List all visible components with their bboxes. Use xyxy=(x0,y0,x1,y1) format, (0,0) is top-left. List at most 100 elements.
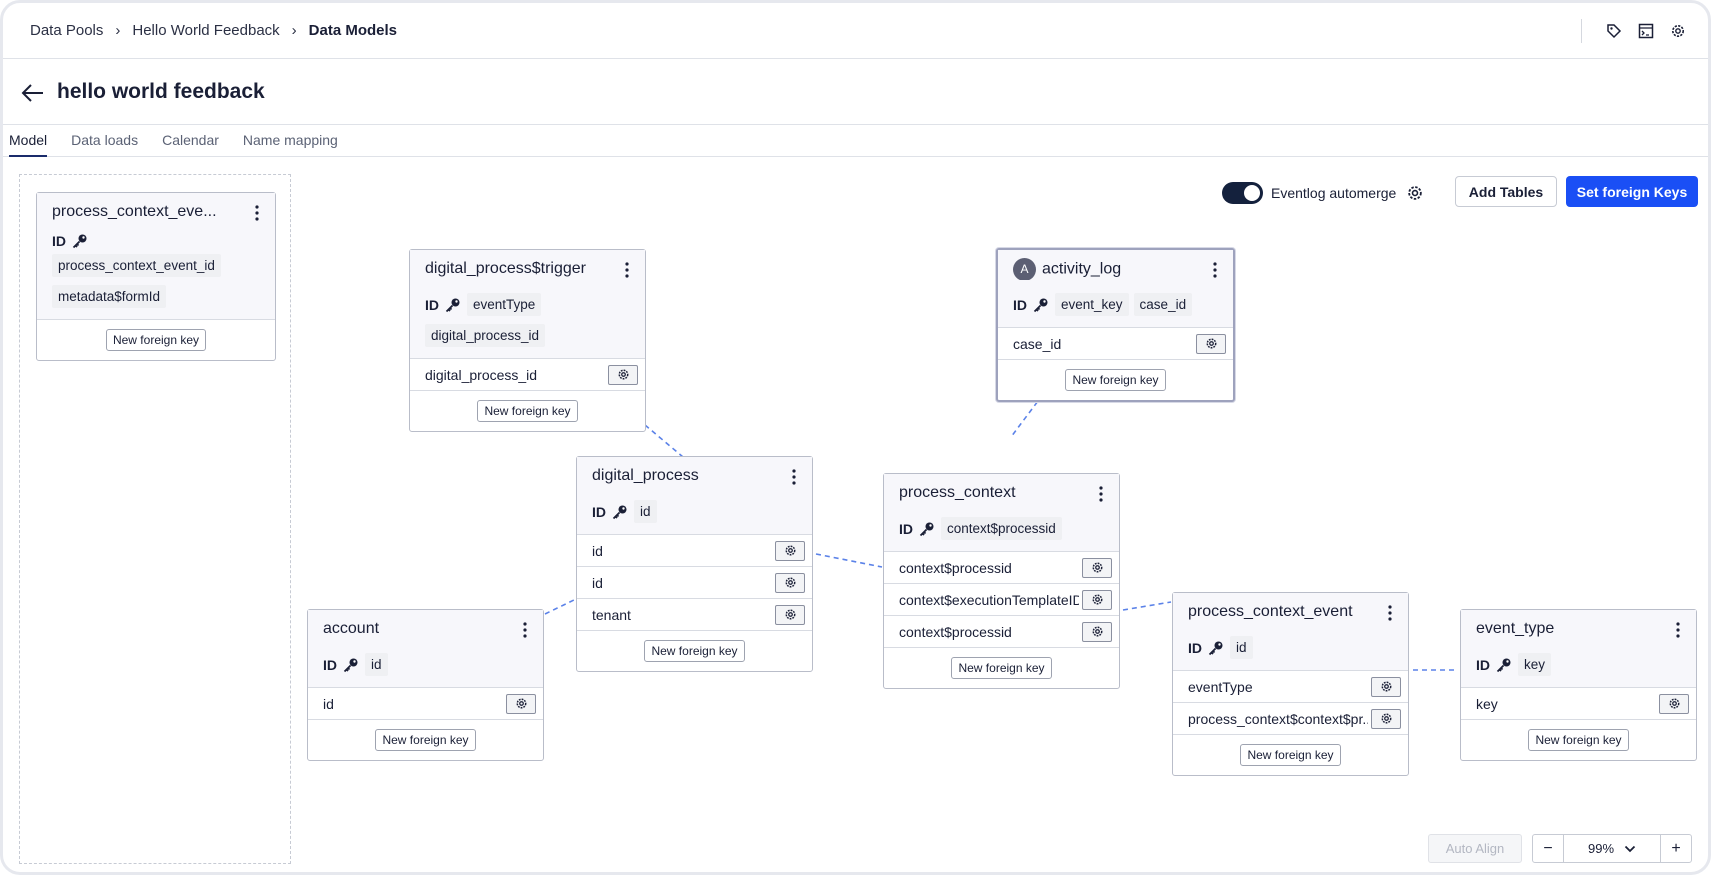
zoom-in-button[interactable]: + xyxy=(1671,839,1681,857)
new-foreign-key-button[interactable]: New foreign key xyxy=(375,729,476,751)
new-foreign-key-button[interactable]: New foreign key xyxy=(477,400,578,422)
id-row: ID id xyxy=(323,650,529,679)
more-vertical-icon[interactable] xyxy=(517,620,533,640)
foreign-key-row: process_context$context$pr... xyxy=(1173,703,1408,735)
more-vertical-icon[interactable] xyxy=(1207,260,1223,280)
id-label: ID xyxy=(1013,296,1027,313)
foreign-key-settings-button[interactable] xyxy=(1659,693,1689,714)
table-card-process-context[interactable]: process_context ID context$processid con… xyxy=(883,473,1120,689)
table-card-account[interactable]: account ID id id New foreign key xyxy=(307,609,544,761)
id-row: ID id xyxy=(1188,633,1394,662)
foreign-key-column: context$processid xyxy=(899,623,1012,640)
table-name: digital_process$trigger xyxy=(425,260,586,277)
more-vertical-icon[interactable] xyxy=(1382,603,1398,623)
foreign-key-settings-button[interactable] xyxy=(608,364,638,385)
foreign-key-settings-button[interactable] xyxy=(1196,333,1226,354)
gear-icon xyxy=(1381,681,1391,692)
table-name: event_type xyxy=(1476,620,1555,637)
settings-icon[interactable] xyxy=(1662,19,1694,43)
table-card-digital-process-trigger[interactable]: digital_process$trigger ID eventType dig… xyxy=(409,249,646,432)
tab-name-mapping[interactable]: Name mapping xyxy=(242,132,338,148)
breadcrumb-data-pools[interactable]: Data Pools xyxy=(30,22,104,39)
foreign-key-column: context$processid xyxy=(899,559,1012,576)
table-card-process-context-event-staged[interactable]: process_context_eve... ID process_contex… xyxy=(36,192,276,361)
table-name-text: activity_log xyxy=(1042,260,1122,278)
tag-icon[interactable] xyxy=(1598,19,1630,43)
more-vertical-icon[interactable] xyxy=(1093,484,1109,504)
eventlog-automerge-toggle[interactable] xyxy=(1222,182,1263,204)
table-card-process-context-event[interactable]: process_context_event ID id eventType pr… xyxy=(1172,592,1409,776)
add-tables-button[interactable]: Add Tables xyxy=(1455,176,1557,207)
id-row: ID event_key case_id xyxy=(1013,290,1219,319)
more-vertical-icon[interactable] xyxy=(786,467,802,487)
new-foreign-key-button[interactable]: New foreign key xyxy=(951,657,1052,679)
id-column-chip: process_context_event_id xyxy=(52,254,221,277)
gear-icon xyxy=(1092,562,1102,573)
relation-line xyxy=(1122,601,1172,611)
foreign-key-column: process_context$context$pr... xyxy=(1188,710,1368,727)
more-vertical-icon[interactable] xyxy=(1670,620,1686,640)
zoom-level-select[interactable]: 99% xyxy=(1563,835,1661,862)
table-card-event-type[interactable]: event_type ID key key New foreign key xyxy=(1460,609,1697,761)
gear-icon[interactable] xyxy=(1406,184,1424,202)
zoom-level-value: 99% xyxy=(1587,841,1615,856)
id-column-chip: id xyxy=(1230,636,1253,659)
foreign-key-settings-button[interactable] xyxy=(1371,708,1401,729)
new-foreign-key-button[interactable]: New foreign key xyxy=(105,329,207,351)
set-foreign-keys-button[interactable]: Set foreign Keys xyxy=(1566,176,1698,207)
table-name: process_context_eve... xyxy=(52,203,217,220)
back-arrow-icon[interactable] xyxy=(19,80,47,106)
table-name: digital_process xyxy=(592,467,699,484)
foreign-key-settings-button[interactable] xyxy=(506,693,536,714)
more-vertical-icon[interactable] xyxy=(619,260,635,280)
foreign-key-row: id xyxy=(577,535,812,567)
chevron-right-icon: › xyxy=(115,22,121,39)
breadcrumb-hello-world-feedback[interactable]: Hello World Feedback xyxy=(132,22,280,39)
foreign-key-row: tenant xyxy=(577,599,812,631)
foreign-key-settings-button[interactable] xyxy=(1082,557,1112,578)
page-header: hello world feedback xyxy=(3,59,1708,125)
table-name: process_context xyxy=(899,484,1016,501)
foreign-key-column: tenant xyxy=(592,606,631,623)
foreign-key-settings-button[interactable] xyxy=(1082,621,1112,642)
id-label: ID xyxy=(52,233,66,249)
id-column-chip: case_id xyxy=(1133,293,1193,316)
new-foreign-key-button[interactable]: New foreign key xyxy=(1065,369,1166,391)
new-foreign-key-button[interactable]: New foreign key xyxy=(1528,729,1629,751)
id-label: ID xyxy=(323,656,337,673)
table-card-digital-process[interactable]: digital_process ID id id id tenant xyxy=(576,456,813,672)
foreign-key-row: id xyxy=(577,567,812,599)
foreign-key-settings-button[interactable] xyxy=(1371,676,1401,697)
tab-bar: Model Data loads Calendar Name mapping xyxy=(3,125,1708,157)
gear-icon xyxy=(1206,338,1216,349)
gear-icon xyxy=(1092,594,1102,605)
tab-model[interactable]: Model xyxy=(9,125,48,157)
foreign-key-column: case_id xyxy=(1013,335,1062,352)
id-row: ID xyxy=(52,233,261,249)
id-column-chip: id xyxy=(634,500,657,523)
id-label: ID xyxy=(592,503,606,520)
tab-calendar[interactable]: Calendar xyxy=(162,132,219,148)
table-card-footer: New foreign key xyxy=(1461,720,1696,760)
foreign-key-row: case_id xyxy=(998,328,1233,360)
foreign-key-column: digital_process_id xyxy=(425,366,538,383)
terminal-icon[interactable] xyxy=(1630,19,1662,43)
id-row: ID context$processid xyxy=(899,514,1105,543)
new-foreign-key-button[interactable]: New foreign key xyxy=(1240,744,1341,766)
foreign-key-settings-button[interactable] xyxy=(775,572,805,593)
table-card-header: process_context ID context$processid xyxy=(884,474,1119,552)
new-foreign-key-button[interactable]: New foreign key xyxy=(644,640,745,662)
foreign-key-settings-button[interactable] xyxy=(775,540,805,561)
foreign-key-column: key xyxy=(1476,695,1498,712)
model-canvas[interactable]: Eventlog automerge Add Tables Set foreig… xyxy=(3,157,1708,872)
gear-icon xyxy=(785,577,795,588)
more-vertical-icon[interactable] xyxy=(249,203,265,223)
id-columns: process_context_event_id xyxy=(52,251,261,280)
foreign-key-settings-button[interactable] xyxy=(1082,589,1112,610)
zoom-out-button[interactable]: − xyxy=(1543,839,1553,857)
tab-data-loads[interactable]: Data loads xyxy=(71,132,139,148)
foreign-key-settings-button[interactable] xyxy=(775,604,805,625)
